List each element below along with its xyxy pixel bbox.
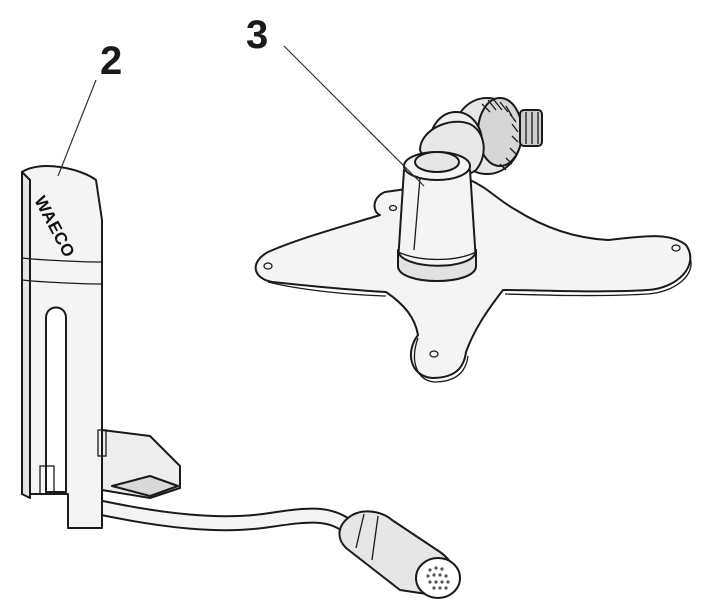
- plate-hole-top: [388, 204, 398, 212]
- callout-3: 3: [246, 13, 425, 187]
- mounting-plate-edge: [267, 257, 692, 383]
- callout-label-3: 3: [246, 13, 268, 57]
- plate-hole-right: [671, 244, 681, 252]
- plate-hole-bottom: [429, 350, 439, 358]
- bracket-slot: [45, 306, 67, 493]
- mounting-plate-assembly: [254, 97, 692, 383]
- plate-hole-left: [263, 262, 273, 270]
- callout-2: 2: [57, 39, 122, 177]
- mounting-plate: [254, 179, 692, 379]
- camera-lens: [415, 557, 461, 599]
- callout-label-2: 2: [100, 39, 122, 83]
- camera-bracket-assembly: WAECO: [21, 165, 461, 599]
- camera-head: [338, 510, 461, 599]
